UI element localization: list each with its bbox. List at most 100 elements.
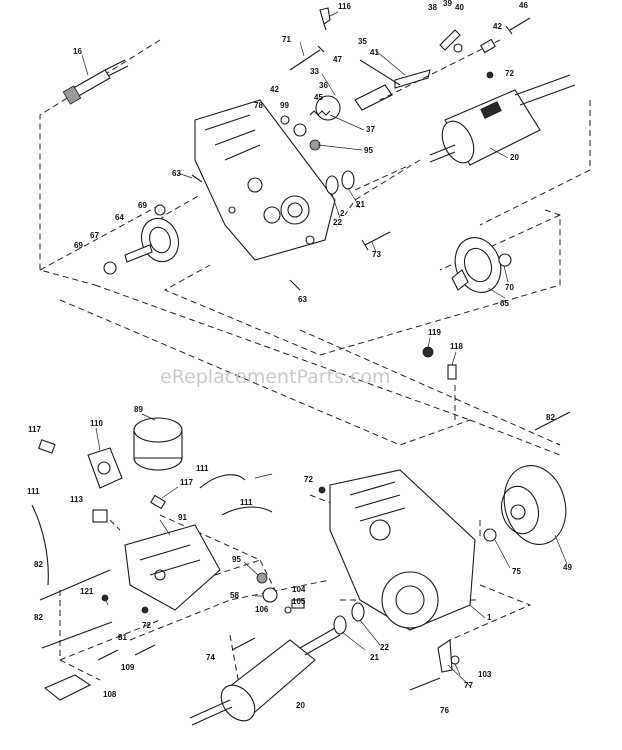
callout-67: 67: [90, 231, 99, 240]
callout-95: 95: [364, 146, 373, 155]
part-76-bolt: [409, 677, 441, 691]
part-106-washer: [284, 606, 292, 614]
part-110-valve: [87, 447, 123, 489]
callout-69-b: 69: [74, 241, 83, 250]
part-70-washer: [498, 253, 512, 267]
callout-22-b: 22: [380, 643, 389, 652]
part-119-fitting: [422, 346, 434, 358]
callout-111-b: 111: [27, 487, 40, 496]
callout-71: 71: [282, 35, 291, 44]
callout-45: 45: [314, 93, 323, 102]
part-73-bolt: [361, 231, 391, 251]
part-82-bolt-c: [534, 411, 571, 431]
callout-63-b: 63: [298, 295, 307, 304]
callout-41: 41: [370, 48, 379, 57]
callout-78: 78: [254, 101, 263, 110]
callout-16: 16: [73, 47, 82, 56]
part-63-pin-b: [289, 279, 301, 291]
callout-99: 99: [280, 101, 289, 110]
part-103-washer: [450, 655, 460, 665]
callout-35: 35: [358, 37, 367, 46]
part-20-axle-top: [429, 74, 576, 166]
part-45-spring: [309, 110, 331, 116]
callout-49: 49: [563, 563, 572, 572]
part-71-bolt: [289, 45, 325, 71]
part-117-fitting: [38, 439, 56, 454]
callout-91: 91: [178, 513, 187, 522]
part-111-hose-a: [199, 474, 246, 489]
callout-65: 65: [500, 299, 509, 308]
part-78-washer: [280, 115, 290, 125]
callout-72: 72: [505, 69, 514, 78]
part-1-case-half: [329, 469, 476, 631]
callout-117-b: 117: [180, 478, 193, 487]
callout-42: 42: [493, 22, 502, 31]
callout-111-c: 111: [240, 498, 253, 507]
part-116-fitting: [319, 7, 331, 31]
callout-46: 46: [519, 1, 528, 10]
part-21-washer-b: [333, 615, 347, 635]
callout-104: 104: [292, 585, 306, 594]
callout-111: 111: [196, 464, 209, 473]
callout-leaders: [81, 11, 568, 687]
part-111-hose-b: [221, 506, 273, 516]
callout-69: 69: [138, 201, 147, 210]
part-58-oring: [262, 587, 278, 603]
parts-artwork: [31, 7, 576, 726]
part-33-arm: [354, 84, 393, 111]
callout-38: 38: [428, 3, 437, 12]
callout-40: 40: [455, 3, 464, 12]
part-72-screw-c: [141, 606, 149, 614]
callout-108: 108: [103, 690, 117, 699]
part-16-shaft: [62, 59, 129, 105]
callout-2: 2: [340, 209, 345, 218]
callout-21: 21: [356, 200, 365, 209]
part-111-hose-c: [31, 504, 49, 586]
part-95-plug-b: [256, 572, 268, 584]
part-35-lever: [394, 69, 431, 89]
part-42-bushing: [480, 38, 496, 54]
callout-70: 70: [505, 283, 514, 292]
callout-22: 22: [333, 218, 342, 227]
callout-47: 47: [333, 55, 342, 64]
callout-74: 74: [206, 653, 215, 662]
part-75-washer: [483, 528, 497, 542]
callout-118: 118: [450, 342, 463, 351]
part-46-bolt: [505, 17, 531, 35]
callout-58: 58: [230, 591, 239, 600]
callout-77: 77: [464, 681, 473, 690]
part-74-bolt: [231, 637, 256, 651]
callout-numbers: 116 38 39 40 46 42 16 71 35 41 47 33 72 …: [27, 0, 572, 715]
callout-75: 75: [512, 567, 521, 576]
callout-117: 117: [28, 425, 41, 434]
callout-42-b: 42: [270, 85, 279, 94]
callout-116: 116: [338, 2, 351, 11]
callout-20: 20: [510, 153, 519, 162]
part-40-washer: [453, 43, 463, 53]
callout-109: 109: [121, 663, 135, 672]
part-117-fitting-b: [150, 494, 166, 510]
part-89-filter: [133, 417, 183, 471]
callout-82-b: 82: [34, 560, 43, 569]
part-72-screw-b: [318, 486, 326, 494]
callout-20-b: 20: [296, 701, 305, 710]
part-21-washer: [341, 170, 355, 190]
callout-105: 105: [292, 597, 306, 606]
callout-82-c: 82: [34, 613, 43, 622]
callout-121: 121: [80, 587, 94, 596]
part-81-bolt: [134, 644, 156, 656]
part-63-pin: [191, 174, 203, 183]
part-38-clip: [439, 29, 461, 51]
part-69-washer-b: [154, 204, 166, 216]
part-113-fitting: [92, 509, 108, 523]
callout-110: 110: [90, 419, 103, 428]
callout-106: 106: [255, 605, 269, 614]
callout-113: 113: [70, 495, 83, 504]
part-109-bolt: [97, 649, 119, 661]
watermark: eReplacementParts.com: [160, 366, 391, 388]
callout-1: 1: [487, 613, 492, 622]
callout-36: 36: [319, 81, 328, 90]
part-99-oring: [293, 123, 307, 137]
part-77-lever: [437, 639, 453, 673]
